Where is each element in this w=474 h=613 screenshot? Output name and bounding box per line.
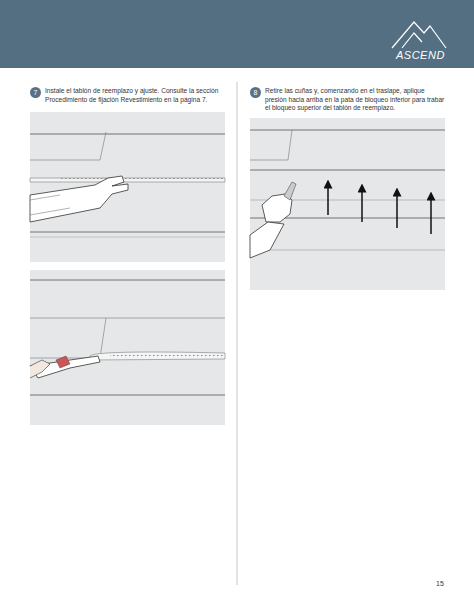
step-number-text: 8 — [254, 89, 258, 96]
divider — [237, 82, 238, 585]
logo-mark — [392, 22, 446, 48]
illustration-1 — [30, 112, 225, 262]
step-number: 8 — [250, 87, 261, 98]
page-number: 15 — [436, 579, 456, 588]
illustration-3 — [250, 118, 445, 290]
step-number-text: 7 — [34, 89, 38, 96]
header-bar — [0, 0, 474, 68]
logo-text: ASCEND — [396, 48, 456, 62]
step-text: Instale el tablón de reemplazo y ajuste.… — [45, 87, 227, 104]
step-number: 7 — [30, 87, 41, 98]
step-text: Retire las cuñas y, comenzando en el tra… — [265, 87, 445, 113]
illustration-2 — [30, 270, 225, 425]
